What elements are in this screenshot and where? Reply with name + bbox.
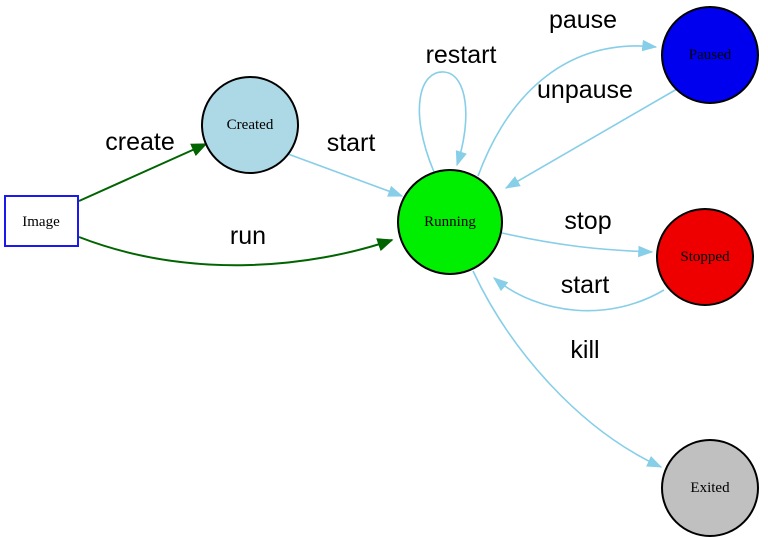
- edge-create-path: [78, 143, 208, 202]
- node-stopped-shape: [656, 208, 754, 306]
- edge-pause[interactable]: pause: [477, 6, 658, 177]
- node-image[interactable]: Image: [4, 195, 79, 247]
- node-running[interactable]: Running: [397, 169, 503, 275]
- node-created[interactable]: Created: [201, 76, 299, 174]
- node-exited-label: Exited: [690, 480, 730, 496]
- edge-start-stopped-label: start: [561, 271, 610, 299]
- edge-create-label: create: [105, 128, 174, 156]
- node-image-label: Image: [22, 214, 60, 230]
- node-paused[interactable]: Paused: [661, 6, 759, 104]
- edge-create[interactable]: create: [78, 128, 208, 202]
- edge-start-created-label: start: [327, 129, 376, 157]
- edge-stop-path: [501, 232, 654, 258]
- edge-pause-label: pause: [549, 6, 617, 34]
- edge-unpause-path: [504, 88, 678, 189]
- edge-start-stopped-path: [493, 277, 665, 312]
- edge-run[interactable]: run: [78, 222, 394, 267]
- edge-kill[interactable]: kill: [472, 270, 663, 468]
- edge-unpause-label: unpause: [537, 76, 633, 104]
- edge-stop-label: stop: [564, 207, 611, 235]
- node-stopped[interactable]: Stopped: [656, 208, 754, 306]
- edge-start-stopped[interactable]: start: [493, 271, 665, 312]
- edge-pause-path: [477, 39, 658, 177]
- node-image-shape: [4, 195, 79, 247]
- node-exited-shape: [661, 439, 759, 537]
- node-created-label: Created: [227, 117, 274, 133]
- edge-kill-label: kill: [570, 336, 599, 364]
- edge-start-created[interactable]: start: [287, 129, 404, 197]
- node-paused-label: Paused: [689, 47, 732, 63]
- edge-restart-label: restart: [426, 41, 497, 69]
- edges-layer: create run start restart pause: [78, 6, 678, 468]
- edge-start-created-path: [287, 153, 404, 197]
- node-running-shape: [397, 169, 503, 275]
- edge-run-label: run: [230, 222, 266, 250]
- edge-stop[interactable]: stop: [501, 207, 654, 258]
- node-running-label: Running: [424, 214, 476, 230]
- node-stopped-label: Stopped: [680, 249, 730, 265]
- nodes-layer: Image Created Running Paused Stopped Exi: [4, 6, 759, 537]
- edge-restart-path: [418, 71, 467, 173]
- node-paused-shape: [661, 6, 759, 104]
- node-exited[interactable]: Exited: [661, 439, 759, 537]
- edge-unpause[interactable]: unpause: [504, 76, 678, 189]
- node-created-shape: [201, 76, 299, 174]
- edge-kill-path: [472, 270, 663, 468]
- edge-run-path: [78, 236, 394, 267]
- edge-restart[interactable]: restart: [418, 41, 497, 173]
